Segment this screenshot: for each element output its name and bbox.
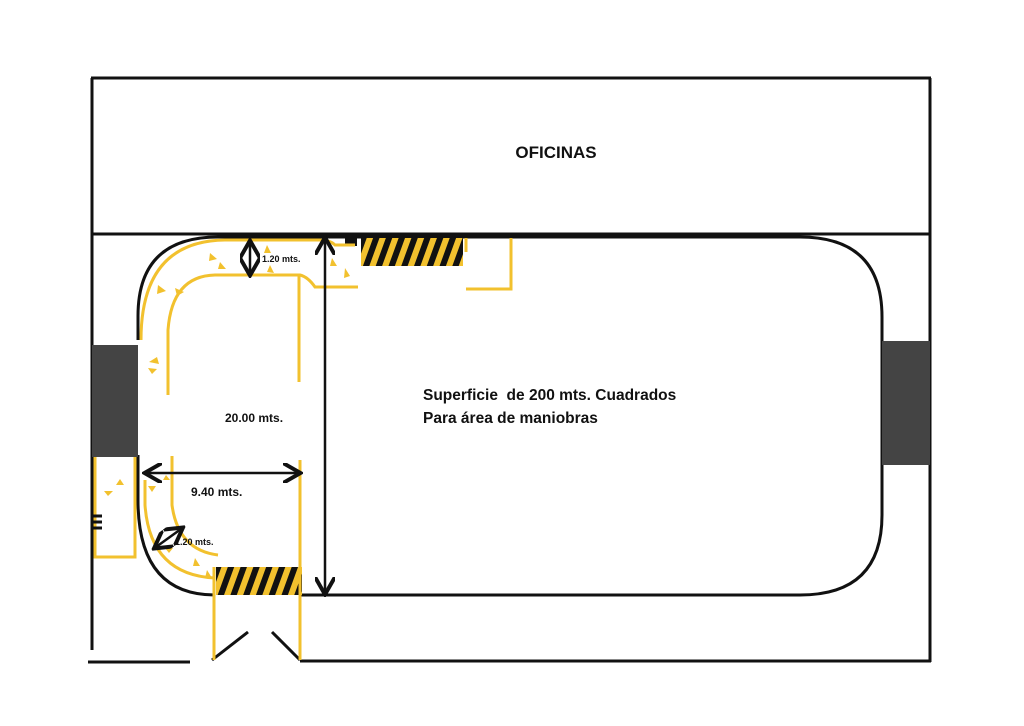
lane-top-dimension-label: 1.20 mts. <box>262 254 301 264</box>
door-right-leaf <box>270 630 302 662</box>
width-dimension-label: 9.40 mts. <box>191 485 242 499</box>
door-left-leaf <box>211 630 249 662</box>
small-black-square <box>345 237 357 246</box>
direction-marks <box>104 245 350 578</box>
length-dimension-label: 20.00 mts. <box>225 411 283 425</box>
bars-icon <box>92 514 102 530</box>
zebra-crossing-bottom <box>216 567 302 595</box>
right-gate-block <box>882 341 930 465</box>
offices-label: OFICINAS <box>515 143 596 162</box>
left-gate-block <box>92 345 138 457</box>
zebra-crossing-top <box>361 238 463 266</box>
lane-bottom-dimension-label: 1.20 mts. <box>175 537 214 547</box>
lane-bottom-dimension-arrow <box>156 529 181 547</box>
maneuver-area-outline <box>136 235 884 597</box>
area-description-line1: Superficie de 200 mts. Cuadrados <box>423 387 676 404</box>
pedestrian-lane-lines <box>93 238 513 660</box>
area-description-line2: Para área de maniobras <box>423 410 598 427</box>
